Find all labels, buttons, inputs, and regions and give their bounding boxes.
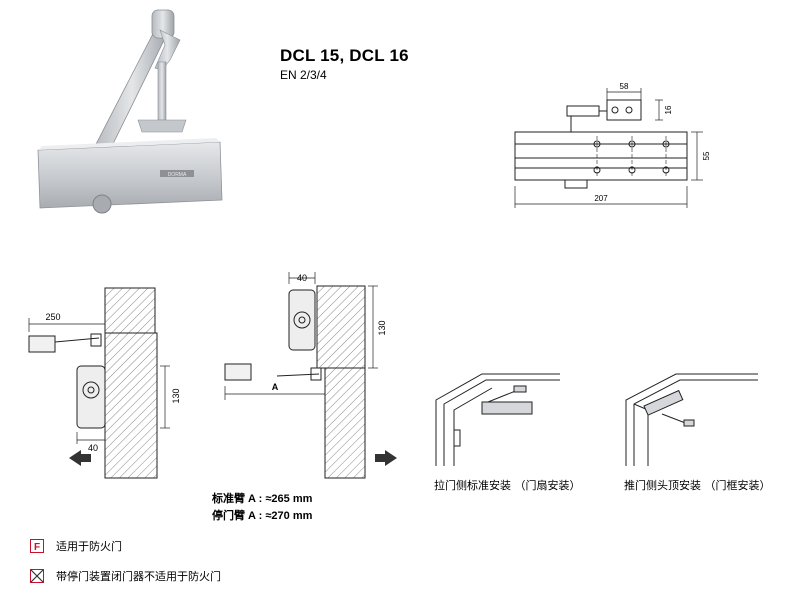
dimension-drawing: 58 16 55 207 bbox=[514, 82, 711, 208]
legend-fire-door-text: 适用于防火门 bbox=[56, 540, 122, 553]
svg-text:F: F bbox=[34, 542, 40, 553]
push-arrow-icon bbox=[385, 450, 397, 466]
arm-spec-hold-open: 停门臂 A : ≈270 mm bbox=[212, 507, 312, 523]
dim-push-arm: A bbox=[272, 382, 279, 392]
dim-arm-offset: 58 bbox=[620, 82, 629, 91]
dim-body-height: 55 bbox=[702, 151, 711, 160]
dim-pull-height: 130 bbox=[171, 388, 181, 403]
dim-push-height: 130 bbox=[377, 320, 387, 335]
brand-logo-text: DORMA bbox=[168, 172, 187, 178]
arm-spec-label: 标准臂 A : bbox=[212, 493, 263, 505]
dim-pull-offset: 40 bbox=[88, 443, 98, 453]
fire-door-icon: F bbox=[30, 539, 44, 553]
dim-body-length: 207 bbox=[594, 194, 608, 203]
push-side-section: 40 130 A bbox=[224, 272, 397, 479]
dim-arm-height: 16 bbox=[664, 105, 673, 114]
arm-spec-standard: 标准臂 A : ≈265 mm bbox=[212, 490, 312, 506]
product-photo: DORMA bbox=[37, 9, 223, 214]
push-side-sketch bbox=[625, 373, 758, 466]
legend-fire-door: F 适用于防火门 bbox=[30, 538, 122, 554]
product-title: DCL 15, DCL 16 bbox=[280, 46, 409, 65]
legend-not-fire-door-text: 带停门装置闭门器不适用于防火门 bbox=[56, 570, 221, 583]
pull-side-sketch bbox=[435, 373, 560, 466]
pull-arrow-icon bbox=[69, 450, 81, 466]
dim-pull-arm: 250 bbox=[45, 312, 60, 322]
pull-side-caption: 拉门侧标准安装 （门扇安装） bbox=[434, 479, 581, 492]
brand-logo bbox=[160, 170, 194, 177]
dim-push-offset: 40 bbox=[297, 273, 307, 283]
push-side-caption: 推门侧头顶安装 （门框安装） bbox=[624, 479, 771, 492]
legend-not-fire-door: 带停门装置闭门器不适用于防火门 bbox=[30, 568, 221, 584]
product-standard: EN 2/3/4 bbox=[280, 68, 327, 82]
fire-door-crossed-icon bbox=[30, 569, 44, 583]
arm-spec-label: 停门臂 A : bbox=[212, 510, 263, 522]
arm-spec-value: ≈270 mm bbox=[265, 510, 313, 522]
pull-side-section: 250 130 40 bbox=[28, 287, 181, 479]
arm-spec-value: ≈265 mm bbox=[265, 493, 313, 505]
